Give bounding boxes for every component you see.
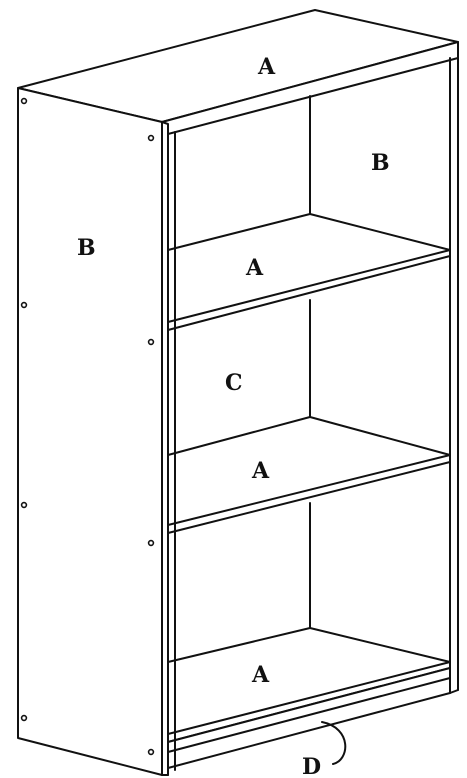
- top-panel-label: A: [257, 54, 276, 80]
- dowel-hole: [20, 501, 28, 509]
- dowel-hole: [20, 97, 28, 105]
- bottom-panel-label: A: [251, 662, 270, 688]
- side-panel-right-label: B: [371, 150, 390, 176]
- side-panel-left: B: [17, 87, 169, 776]
- dowel-hole: [147, 748, 155, 756]
- dowel-hole: [147, 539, 155, 547]
- shelf-middle-label: A: [251, 458, 270, 484]
- side-panel-left-label: B: [77, 235, 96, 261]
- callout-leader: [321, 721, 347, 765]
- side-panel-right-edge: [449, 41, 459, 694]
- dowel-hole: [20, 301, 28, 309]
- dowel-hole: [20, 714, 28, 722]
- bottom-panel: A: [167, 627, 451, 743]
- shelf-upper-label: A: [245, 255, 264, 281]
- dowel-hole: [147, 134, 155, 142]
- dowel-hole: [147, 338, 155, 346]
- top-panel: A: [17, 9, 459, 135]
- back-panel-label: C: [225, 370, 243, 396]
- shelf-middle: A: [167, 416, 451, 534]
- kick-plate-label: D: [302, 754, 321, 778]
